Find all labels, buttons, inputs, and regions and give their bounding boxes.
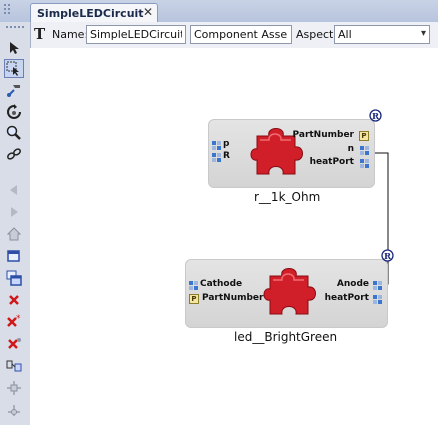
group-icon[interactable] (4, 356, 24, 375)
aspect-select[interactable]: All ▾ (334, 25, 430, 44)
multi-window-icon[interactable] (4, 268, 24, 287)
delete-alt-icon[interactable] (4, 334, 24, 353)
connect-tool-icon[interactable] (4, 400, 24, 419)
text-type-icon: T (34, 25, 46, 43)
port-label: heatPort (324, 293, 369, 303)
svg-text:R: R (372, 112, 380, 122)
r-badge-icon: R (381, 249, 394, 262)
svg-text:R: R (384, 252, 392, 262)
port-label: Cathode (200, 279, 243, 289)
tab-title: SimpleLEDCircuit (37, 7, 144, 20)
port-connector-icon[interactable] (189, 281, 198, 290)
port-connector-icon[interactable] (212, 141, 221, 150)
port-label: PartNumber (292, 130, 354, 140)
puzzle-piece-icon (263, 268, 316, 315)
forward-icon[interactable] (4, 202, 24, 221)
port-label: Anode (336, 279, 369, 289)
component-block-resistor[interactable]: R p R PartNumber P n heatPort (208, 109, 382, 188)
port-connector-icon[interactable] (373, 281, 382, 290)
tab-simple-led-circuit[interactable]: SimpleLEDCircuit ✕ (30, 3, 158, 22)
port-connector-icon[interactable] (360, 146, 369, 155)
name-label: Name: (52, 28, 89, 41)
property-toolbar: T Name: Aspect: All ▾ (30, 22, 438, 49)
svg-text:*: * (16, 314, 21, 324)
back-icon[interactable] (4, 180, 24, 199)
component-name-led: led__BrightGreen (234, 330, 338, 344)
port-label: n (347, 144, 354, 154)
close-icon[interactable]: ✕ (142, 5, 153, 19)
left-toolbar: * (0, 22, 31, 425)
component-name-resistor: r__1k_Ohm (254, 190, 321, 204)
parameter-icon[interactable]: P (189, 294, 199, 304)
home-icon[interactable] (4, 224, 24, 243)
r-badge-icon: R (369, 109, 382, 122)
diagram-canvas[interactable]: R p R PartNumber P n heatPort r__1k_Ohm (30, 48, 438, 425)
delete-star-icon[interactable]: * (4, 312, 24, 331)
port-connector-icon[interactable] (373, 295, 382, 304)
connect-icon[interactable] (4, 80, 24, 99)
port-label: heatPort (309, 157, 354, 167)
zoom-region-icon[interactable] (4, 59, 24, 78)
chevron-down-icon: ▾ (420, 28, 426, 39)
port-label: p (223, 139, 230, 149)
delete-icon[interactable] (4, 290, 24, 309)
aspect-label: Aspect: (296, 28, 338, 41)
port-label: R (223, 151, 230, 161)
tab-strip: SimpleLEDCircuit ✕ (0, 0, 438, 23)
port-connector-icon[interactable] (360, 159, 369, 168)
rotate-icon[interactable] (4, 102, 24, 121)
select-arrow-icon[interactable] (4, 38, 24, 57)
window-icon[interactable] (4, 246, 24, 265)
aspect-value: All (338, 28, 352, 41)
type-field[interactable] (190, 25, 292, 44)
parameter-icon[interactable]: P (359, 131, 369, 141)
toolbar-grip[interactable] (4, 4, 18, 18)
connection-wire[interactable] (30, 48, 438, 425)
name-field[interactable] (86, 25, 186, 44)
component-block-led[interactable]: R Cathode P PartNumber Anode heatPort (185, 249, 394, 328)
add-port-icon[interactable] (4, 378, 24, 397)
port-connector-icon[interactable] (212, 153, 221, 162)
zoom-icon[interactable] (4, 123, 24, 142)
port-label: PartNumber (202, 293, 264, 303)
left-toolbar-grip[interactable] (6, 26, 24, 30)
link-icon[interactable] (4, 144, 24, 163)
puzzle-piece-icon (250, 128, 303, 175)
